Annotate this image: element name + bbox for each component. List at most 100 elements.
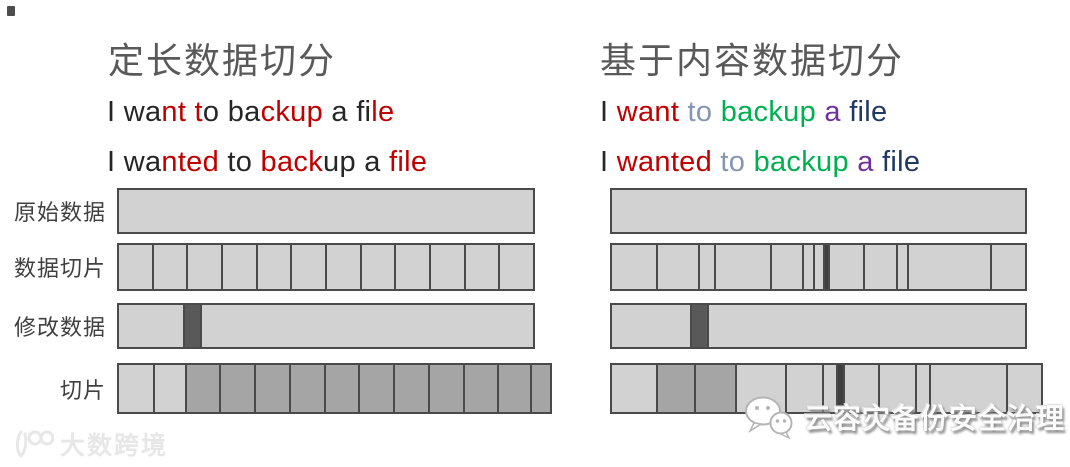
brand-watermark-text: 大数跨境 — [60, 432, 169, 460]
chunk-segment-light — [907, 245, 991, 289]
sentence-fragment — [679, 96, 687, 128]
chunk-segment-light — [359, 245, 395, 289]
sentence-fragment: file — [389, 146, 428, 178]
sentence-fragment: I — [600, 96, 617, 128]
chunk-segment-light — [990, 245, 1026, 289]
chunk-segment-light — [612, 245, 656, 289]
bar-left-chunks-after-change — [117, 363, 552, 414]
sentence-fragment: back — [260, 146, 324, 178]
chunk-segment-mid — [462, 365, 498, 412]
row-label-chunks: 切片 — [59, 377, 106, 403]
chunk-segment-light — [186, 245, 222, 289]
row-label-modified-data: 修改数据 — [13, 315, 106, 340]
right-title: 基于内容数据切分 — [600, 40, 905, 81]
chunk-segment-light — [697, 245, 714, 289]
chunk-segment-mid — [358, 365, 394, 412]
bar-right-chunks-after-change — [610, 363, 1043, 414]
chunk-segment-light — [770, 245, 802, 289]
chunk-segment-mid — [693, 365, 736, 412]
sentence-fragment — [712, 96, 720, 128]
chunk-segment-light — [325, 245, 360, 289]
chunk-segment-mid — [219, 365, 255, 412]
chunk-segment-light — [801, 245, 814, 289]
chunk-segment-light — [119, 245, 152, 289]
chunk-segment-light — [612, 305, 691, 347]
sentence-fragment: o — [202, 96, 220, 128]
chunk-segment-light — [828, 245, 864, 289]
bar-left-modified-data — [117, 303, 535, 349]
corner-mark — [7, 6, 15, 16]
chunk-segment-mid — [184, 365, 220, 412]
brand-100-icon — [15, 430, 54, 459]
row-label-data-chunks: 数据切片 — [13, 256, 106, 281]
chunk-segment-light — [200, 305, 533, 347]
chunk-segment-light — [895, 245, 908, 289]
sentence-fragment: le — [371, 96, 395, 128]
chunk-segment-light — [119, 365, 153, 412]
chunk-segment-light — [429, 245, 464, 289]
chunk-segment-mid — [288, 365, 324, 412]
brand-watermark: 大数跨境 — [12, 426, 168, 462]
chunk-segment-light — [655, 245, 698, 289]
chunk-segment-light — [863, 245, 896, 289]
chunk-segment-mid — [530, 365, 551, 412]
bar-right-data-chunks — [610, 243, 1027, 291]
sentence-fragment — [186, 96, 194, 128]
sentence-fragment: a — [355, 146, 390, 178]
sentence-fragment: ba — [219, 96, 261, 128]
sentence-fragment: I wa — [107, 146, 162, 178]
chunk-segment-light — [612, 365, 657, 412]
sentence-fragment: to — [720, 146, 746, 178]
right-sentence-1: I want to backup a file — [600, 96, 887, 129]
chunk-segment-light — [221, 245, 256, 289]
chunk-segment-mid — [393, 365, 428, 412]
sentence-fragment: backup — [720, 96, 817, 128]
chunk-segment-light — [151, 245, 187, 289]
chunk-segment-light — [822, 365, 837, 412]
chunk-segment-line — [822, 245, 829, 289]
sentence-fragment: I wa — [107, 96, 162, 128]
chunk-segment-light — [152, 365, 185, 412]
chunk-segment-light — [119, 190, 533, 232]
chunk-segment-light — [255, 245, 291, 289]
sentence-fragment — [874, 146, 882, 178]
chunk-segment-dark — [182, 305, 201, 347]
chunk-segment-light — [813, 245, 823, 289]
wechat-watermark-text: 云容灾备份安全治理 — [804, 403, 1066, 434]
sentence-fragment: file — [849, 96, 888, 128]
chunk-segment-light — [394, 245, 430, 289]
sentence-fragment — [849, 146, 857, 178]
sentence-fragment: nted — [161, 146, 220, 178]
chunk-segment-dark — [690, 305, 708, 347]
chunk-segment-light — [463, 245, 499, 289]
sentence-fragment — [745, 146, 753, 178]
sentence-fragment: to — [687, 96, 713, 128]
bar-left-original-data — [117, 188, 535, 234]
wechat-icon — [745, 396, 793, 440]
bar-left-data-chunks — [117, 243, 535, 291]
left-sentence-1: I want to backup a file — [107, 96, 394, 129]
chunk-segment-light — [498, 245, 534, 289]
bar-right-original-data — [610, 188, 1027, 234]
chunk-segment-mid — [254, 365, 289, 412]
sentence-fragment: to — [219, 146, 261, 178]
chunk-segment-light — [1006, 365, 1041, 412]
row-label-original-data: 原始数据 — [13, 200, 106, 225]
wechat-watermark: 云容灾备份安全治理 — [742, 394, 1065, 440]
sentence-fragment: up — [323, 146, 356, 178]
sentence-fragment: fi — [356, 96, 372, 128]
sentence-fragment: wanted — [616, 146, 713, 178]
sentence-fragment: ckup — [260, 96, 324, 128]
sentence-fragment: nt — [161, 96, 187, 128]
chunk-segment-light — [290, 245, 326, 289]
chunk-segment-light — [713, 245, 771, 289]
sentence-fragment: backup — [753, 146, 849, 178]
chunk-segment-light — [785, 365, 823, 412]
sentence-fragment — [841, 96, 849, 128]
chunk-segment-light — [843, 365, 878, 412]
chunk-segment-light — [612, 190, 1025, 232]
chunk-segment-line — [836, 365, 844, 412]
left-title: 定长数据切分 — [108, 40, 337, 81]
sentence-fragment: I — [600, 146, 617, 178]
